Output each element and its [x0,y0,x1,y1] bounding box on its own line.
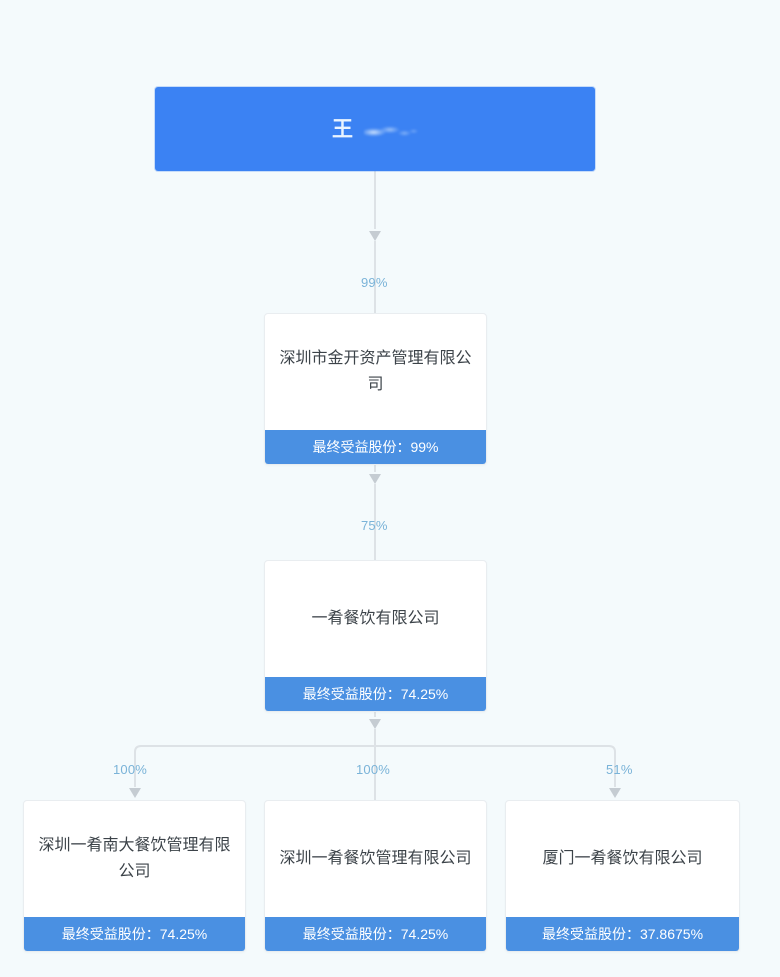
node-company-yiyao[interactable]: 一肴餐饮有限公司 最终受益股份：74.25% [264,560,487,712]
edge-label-yiyao-xmyiyao: 51% [606,762,633,777]
edge-arrow-yiyao-bus [369,719,381,729]
node-company-sz-yiyao[interactable]: 深圳一肴餐饮管理有限公司 最终受益股份：74.25% [264,800,487,952]
root-person-label: 王 [332,119,418,140]
root-person-name-redacted [364,122,418,138]
edge-arrow-jinkai-yiyao [369,474,381,484]
node-body: 深圳一肴南大餐饮管理有限公司 [24,801,245,917]
node-company-sz-nanda[interactable]: 深圳一肴南大餐饮管理有限公司 最终受益股份：74.25% [23,800,246,952]
node-title-jinkai: 深圳市金开资产管理有限公司 [279,349,472,393]
edge-arrow-root-jinkai [369,231,381,241]
node-company-jinkai[interactable]: 深圳市金开资产管理有限公司 最终受益股份：99% [264,313,487,465]
node-body: 一肴餐饮有限公司 [265,561,486,677]
node-title-yiyao: 一肴餐饮有限公司 [311,609,440,627]
node-body: 厦门一肴餐饮有限公司 [506,801,739,917]
node-company-xm-yiyao[interactable]: 厦门一肴餐饮有限公司 最终受益股份：37.8675% [505,800,740,952]
node-footer-yiyao: 最终受益股份：74.25% [265,677,486,711]
node-root-person[interactable]: 王 [155,87,595,171]
node-title-xm-yiyao: 厦门一肴餐饮有限公司 [542,849,703,867]
node-body: 深圳市金开资产管理有限公司 [265,314,486,430]
edge-label-yiyao-sznanda: 100% [113,762,148,777]
node-footer-xm-yiyao: 最终受益股份：37.8675% [506,917,739,951]
root-person-surname: 王 [332,117,354,141]
edge-label-root-jinkai: 99% [361,275,388,290]
edge-arrow-right-child [609,788,621,798]
node-footer-sz-yiyao: 最终受益股份：74.25% [265,917,486,951]
node-footer-sz-nanda: 最终受益股份：74.25% [24,917,245,951]
edge-label-yiyao-szyiyao: 100% [356,762,391,777]
edge-label-jinkai-yiyao: 75% [361,518,388,533]
node-body: 深圳一肴餐饮管理有限公司 [265,801,486,917]
node-footer-jinkai: 最终受益股份：99% [265,430,486,464]
node-title-sz-yiyao: 深圳一肴餐饮管理有限公司 [279,849,472,867]
edge-arrow-left-child [129,788,141,798]
node-title-sz-nanda: 深圳一肴南大餐饮管理有限公司 [38,836,231,880]
